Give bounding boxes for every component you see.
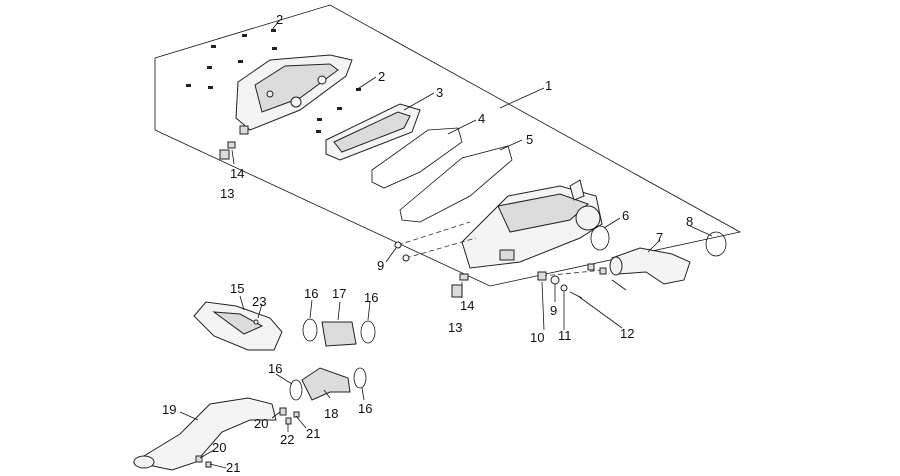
leader-lines [179, 21, 713, 469]
label-9a: 9 [377, 258, 384, 273]
label-21b: 21 [226, 460, 240, 475]
screw-9b [402, 254, 410, 262]
alignment-line-1 [397, 221, 471, 246]
plug-13a [219, 149, 230, 160]
label-3: 3 [436, 85, 443, 100]
washer-9 [550, 275, 560, 285]
air-box-cover [235, 54, 353, 135]
alignment-line-2 [405, 237, 477, 259]
label-2a: 2 [276, 12, 283, 27]
label-20a: 20 [254, 416, 268, 431]
clip-14a [227, 141, 236, 149]
screw-21b [205, 461, 212, 468]
label-5: 5 [526, 132, 533, 147]
gasket-4 [371, 127, 463, 189]
label-6: 6 [622, 208, 629, 223]
seal-5 [399, 145, 513, 223]
hose-18 [301, 367, 351, 401]
label-13a: 13 [220, 186, 234, 201]
label-18: 18 [324, 406, 338, 421]
clamp-6 [590, 225, 610, 251]
label-20b: 20 [212, 440, 226, 455]
alignment-line-3 [541, 269, 605, 277]
label-11: 11 [558, 328, 572, 343]
label-12: 12 [620, 326, 634, 341]
label-14b: 14 [460, 298, 474, 313]
clamp-16b [360, 320, 376, 344]
label-16b: 16 [364, 290, 378, 305]
label-17: 17 [332, 286, 346, 301]
label-16c: 16 [268, 361, 282, 376]
label-8: 8 [686, 214, 693, 229]
plug-13b [451, 284, 463, 298]
label-10: 10 [530, 330, 544, 345]
screw-9a [394, 241, 402, 249]
clip-22 [285, 417, 292, 425]
label-16d: 16 [358, 401, 372, 416]
clamp-8 [705, 231, 727, 257]
assembly-outline [154, 4, 742, 287]
label-23: 23 [252, 294, 266, 309]
clamp-16c [289, 379, 303, 401]
intake-hose-7 [611, 247, 691, 285]
label-13b: 13 [448, 320, 462, 335]
clamp-16a [302, 318, 318, 342]
label-7: 7 [656, 230, 663, 245]
clip-20b [195, 455, 203, 463]
label-1: 1 [545, 78, 552, 93]
label-16a: 16 [304, 286, 318, 301]
clip-14b [459, 273, 469, 281]
clamp-16d [353, 367, 367, 389]
air-box-body [461, 179, 603, 269]
label-9b: 9 [550, 303, 557, 318]
label-15: 15 [230, 281, 244, 296]
filter-element [325, 103, 421, 161]
screws-cover [186, 29, 361, 133]
label-14a: 14 [230, 166, 244, 181]
part-labels: 2 2 3 4 5 1 6 8 7 9 9 10 11 12 14 13 14 … [162, 12, 693, 475]
bracket-10 [537, 271, 547, 281]
bolt-12 [569, 291, 583, 299]
label-19: 19 [162, 402, 176, 417]
label-4: 4 [478, 111, 485, 126]
duct-19 [132, 397, 277, 471]
label-21a: 21 [306, 426, 320, 441]
clip-20a [279, 407, 287, 416]
nut-11 [560, 284, 568, 292]
label-2b: 2 [378, 69, 385, 84]
label-22: 22 [280, 432, 294, 447]
hose-17 [321, 321, 357, 347]
